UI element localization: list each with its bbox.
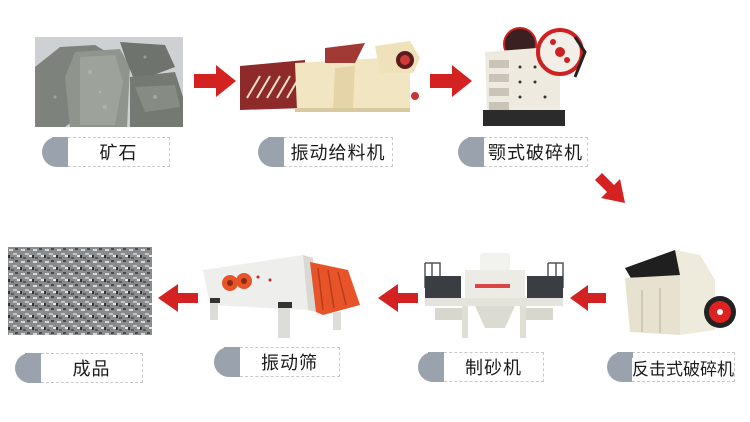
step-label-text: 反击式破碎机 — [632, 352, 735, 382]
ore-rocks-image — [35, 37, 183, 127]
step-label-text: 制砂机 — [444, 352, 544, 382]
step-label-vibrating-screen: 振动筛 — [214, 347, 340, 377]
label-tab-icon — [458, 137, 484, 167]
arrow-left-icon — [158, 284, 198, 312]
label-tab-icon — [214, 347, 240, 377]
arrow-left-icon — [570, 285, 606, 311]
label-tab-icon — [258, 137, 284, 167]
arrow-right-icon — [194, 65, 236, 97]
vibrating-feeder-image — [235, 38, 425, 118]
step-label-jaw-crusher: 颚式破碎机 — [458, 137, 588, 167]
step-label-finished-product: 成品 — [15, 353, 143, 383]
step-label-sand-making-machine: 制砂机 — [418, 352, 544, 382]
arrow-right-icon — [430, 65, 472, 97]
arrow-down-right-icon — [595, 173, 625, 203]
step-label-vibrating-feeder: 振动给料机 — [258, 137, 393, 167]
step-label-text: 振动筛 — [240, 347, 340, 377]
step-label-text: 成品 — [41, 353, 143, 383]
arrow-left-icon — [378, 284, 418, 312]
step-label-text: 颚式破碎机 — [484, 137, 588, 167]
label-tab-icon — [607, 352, 633, 382]
label-tab-icon — [42, 137, 68, 167]
label-tab-icon — [15, 353, 41, 383]
step-label-text: 矿石 — [68, 137, 170, 167]
label-tab-icon — [418, 352, 444, 382]
vibrating-screen-image — [198, 250, 363, 338]
jaw-crusher-image — [475, 22, 587, 130]
impact-crusher-image — [620, 240, 742, 340]
step-label-impact-crusher: 反击式破碎机 — [607, 352, 735, 382]
finished-aggregate-image — [8, 247, 152, 335]
step-label-text: 振动给料机 — [284, 137, 393, 167]
sand-making-machine-image — [420, 248, 568, 340]
step-label-ore: 矿石 — [42, 137, 170, 167]
